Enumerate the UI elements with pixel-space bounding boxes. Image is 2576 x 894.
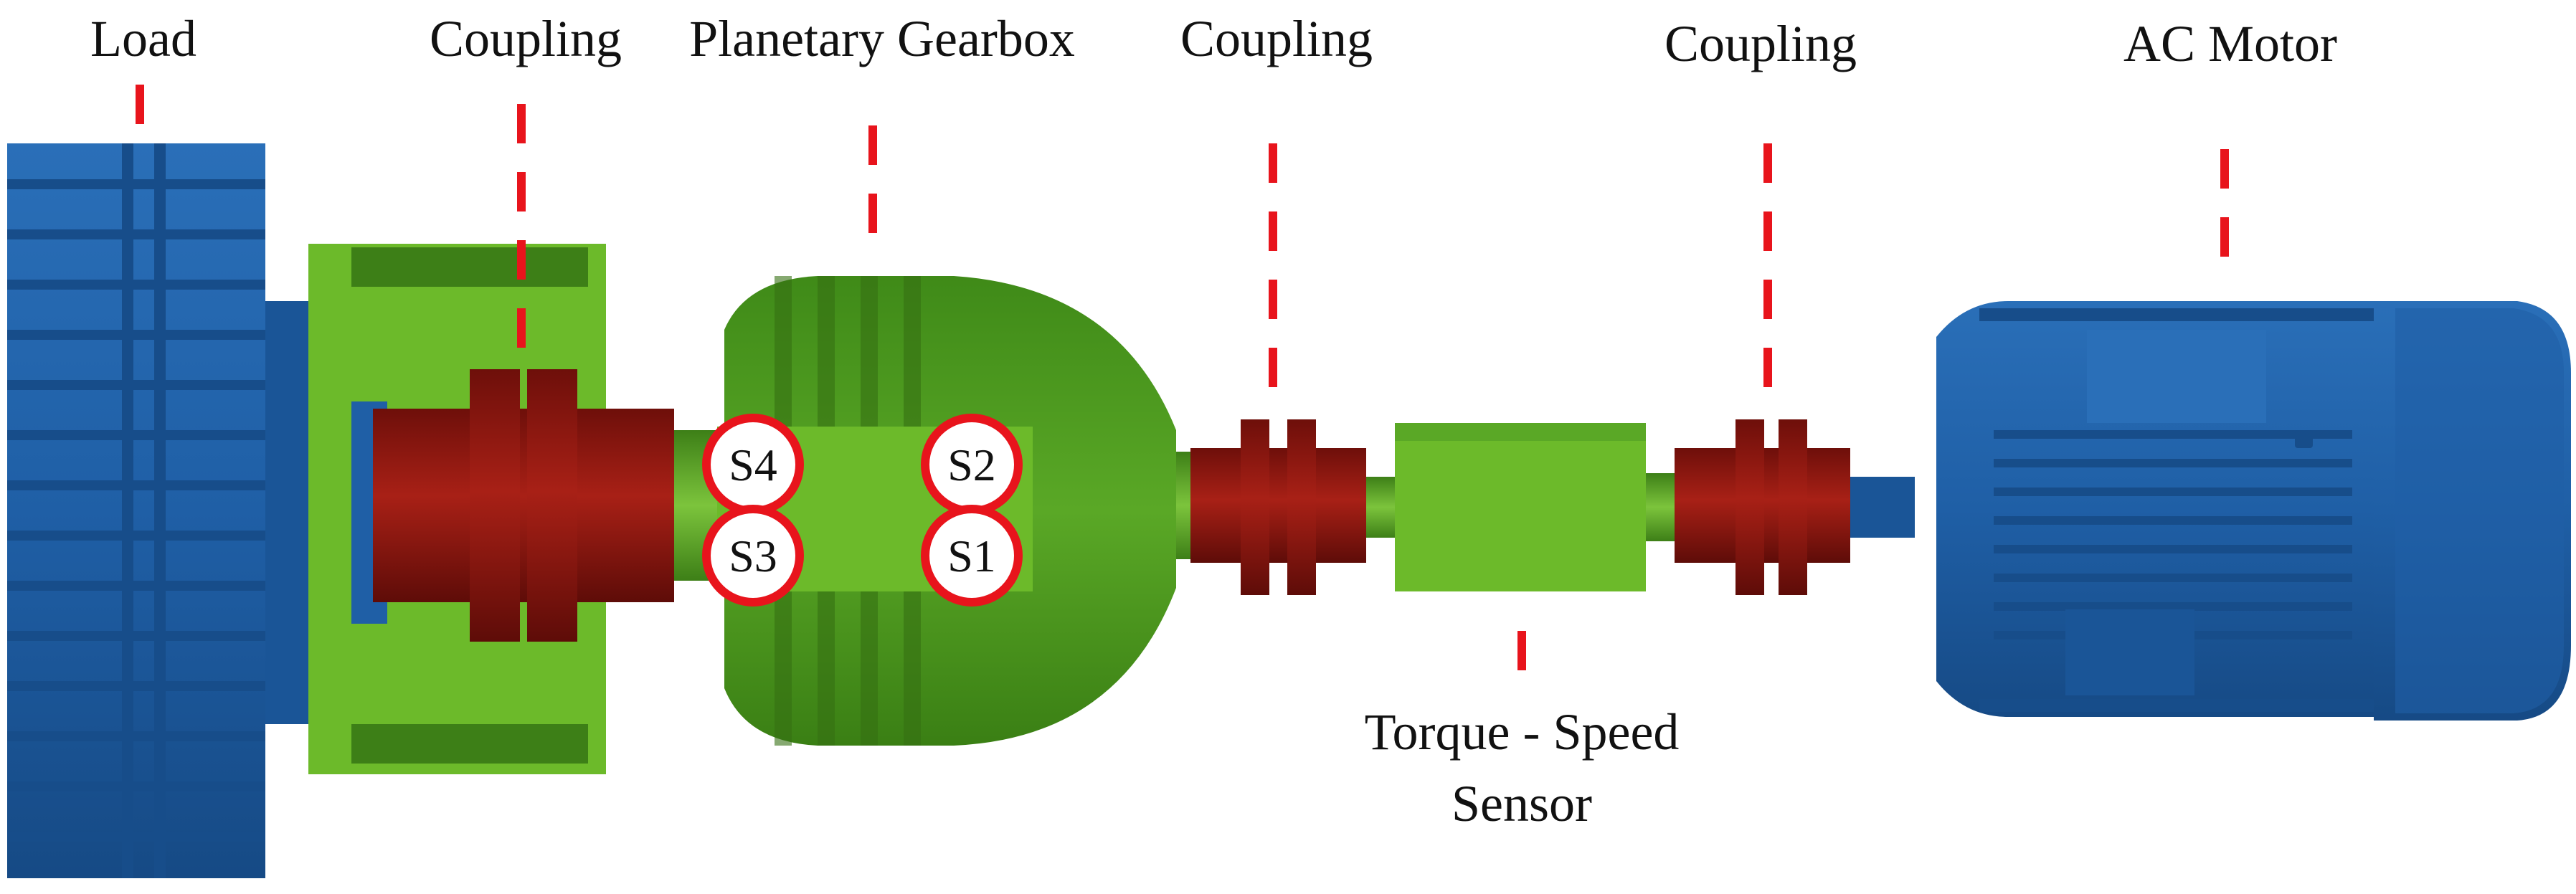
coupling-2 — [1190, 419, 1398, 595]
leader-lines — [136, 85, 2229, 674]
coupling-1 — [373, 369, 717, 642]
torque-speed-sensor — [1395, 423, 1678, 591]
component-labels: Load Coupling Planetary Gearbox Coupling… — [90, 10, 2337, 832]
coupling-3 — [1675, 419, 1915, 595]
label-load: Load — [90, 10, 196, 67]
sensor-s3-label: S3 — [729, 531, 777, 581]
ac-motor — [1936, 301, 2571, 721]
label-coupling-1: Coupling — [430, 10, 622, 67]
sensor-s2-label: S2 — [947, 439, 996, 490]
label-torque-sensor-line1: Torque - Speed — [1365, 703, 1680, 761]
sensor-s4: S4 — [702, 414, 804, 515]
sensor-s3: S3 — [702, 505, 804, 607]
sensor-s1-label: S1 — [947, 531, 996, 581]
load — [7, 143, 330, 878]
label-coupling-3: Coupling — [1665, 15, 1857, 72]
label-coupling-2: Coupling — [1180, 10, 1373, 67]
label-torque-sensor-line2: Sensor — [1452, 775, 1592, 832]
sensor-s1: S1 — [921, 505, 1023, 607]
label-planetary-gearbox: Planetary Gearbox — [689, 10, 1075, 67]
sensor-s2: S2 — [921, 414, 1023, 515]
label-ac-motor: AC Motor — [2123, 15, 2337, 72]
sensor-s4-label: S4 — [729, 439, 777, 490]
load-fins — [7, 143, 265, 878]
sensor-markers: S4 S3 S2 S1 — [702, 414, 1023, 607]
